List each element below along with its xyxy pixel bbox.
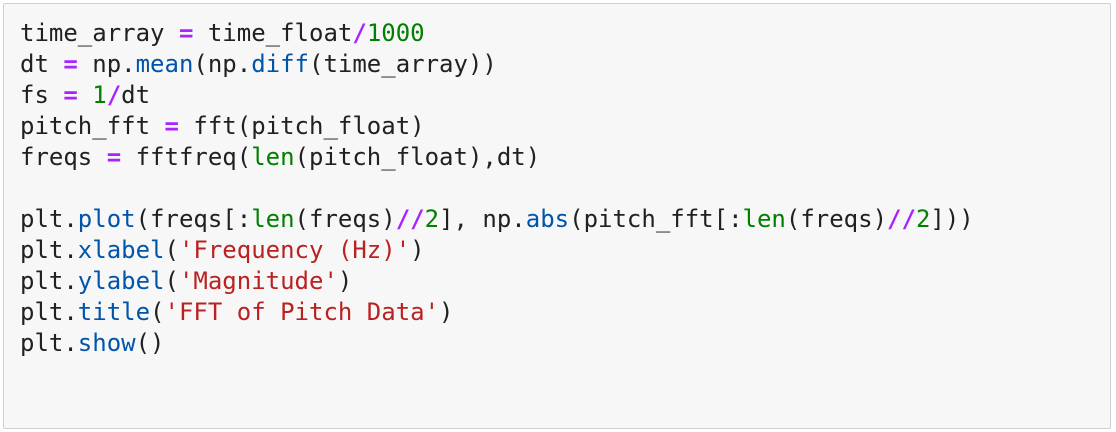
code-token: plot: [77, 205, 136, 233]
code-token: 1: [92, 81, 107, 109]
code-token: =: [63, 50, 78, 78]
code-token: =: [164, 112, 179, 140]
code-line: plt.show(): [20, 328, 974, 359]
code-token: len: [251, 205, 295, 233]
code-token: =: [178, 19, 194, 47]
code-token: (: [150, 298, 165, 326]
code-token: (pitch_fft[:: [569, 205, 743, 233]
code-token: (): [135, 329, 165, 357]
code-token: (time_array)): [309, 50, 497, 78]
code-token: 'Frequency (Hz)': [178, 236, 411, 264]
code-token: =: [63, 81, 78, 109]
code-token: ylabel: [77, 267, 165, 295]
code-token: pitch_fft: [20, 112, 165, 140]
code-token: //: [887, 205, 916, 233]
code-token: abs: [525, 205, 570, 233]
code-line: fs = 1/dt: [20, 80, 974, 111]
code-token: ): [439, 298, 454, 326]
code-token: len: [251, 143, 295, 171]
code-token: //: [395, 205, 425, 233]
code-token: freqs: [20, 143, 107, 171]
code-line: plt.plot(freqs[:len(freqs)//2], np.abs(p…: [20, 204, 974, 235]
code-token: time_float: [193, 19, 353, 47]
code-token: plt.: [20, 236, 78, 264]
code-line: pitch_fft = fft(pitch_float): [20, 111, 974, 142]
code-line: plt.xlabel('Frequency (Hz)'): [20, 235, 974, 266]
code-token: np.: [77, 50, 136, 78]
code-token: 'FFT of Pitch Data': [164, 298, 440, 326]
code-line: plt.ylabel('Magnitude'): [20, 266, 974, 297]
code-token: plt.: [20, 329, 78, 357]
code-token: [78, 81, 92, 109]
code-token: 2: [915, 205, 931, 233]
code-token: plt.: [20, 205, 78, 233]
code-token: plt.: [20, 267, 78, 295]
code-token: ): [410, 236, 425, 264]
code-token: show: [77, 329, 136, 357]
code-token: diff: [251, 50, 309, 78]
code-token: fftfreq(: [121, 143, 252, 171]
code-token: dt: [121, 81, 151, 109]
code-line: dt = np.mean(np.diff(time_array)): [20, 49, 974, 80]
code-token: (freqs): [785, 205, 888, 233]
code-token: ], np.: [439, 205, 526, 233]
code-token: dt: [20, 50, 64, 78]
code-token: (freqs): [294, 205, 396, 233]
code-token: time_array: [20, 19, 179, 47]
code-token: len: [742, 205, 786, 233]
code-token: title: [77, 298, 151, 326]
code-token: (freqs[:: [135, 205, 252, 233]
code-token: =: [106, 143, 122, 171]
code-line: freqs = fftfreq(len(pitch_float),dt): [20, 142, 974, 173]
code-token: /: [106, 81, 122, 109]
code-token: fft(pitch_float): [178, 112, 425, 140]
code-token: 'Magnitude': [178, 267, 338, 295]
code-token: xlabel: [77, 236, 165, 264]
code-token: mean: [135, 50, 194, 78]
code-token: (: [164, 267, 179, 295]
code-line: plt.title('FFT of Pitch Data'): [20, 297, 974, 328]
code-token: (: [164, 236, 179, 264]
code-token: ): [337, 267, 353, 295]
code-token: 2: [424, 205, 440, 233]
code-token: 1000: [366, 19, 425, 47]
code-token: fs: [20, 81, 64, 109]
code-token: plt.: [20, 298, 78, 326]
code-token: /: [352, 19, 367, 47]
code-line: time_array = time_float/1000: [20, 18, 974, 49]
code-token: ])): [930, 205, 974, 233]
code-line: [20, 173, 974, 204]
code-token: (pitch_float),dt): [294, 143, 541, 171]
code-token: (np.: [193, 50, 252, 78]
